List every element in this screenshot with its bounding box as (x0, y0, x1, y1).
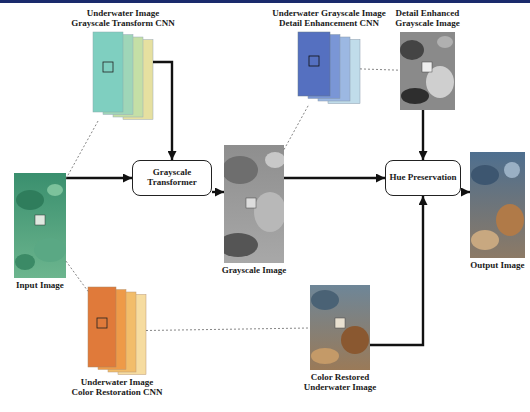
projection-line (284, 104, 309, 150)
image-caption: Output Image (469, 261, 527, 271)
cnn-layers (93, 32, 153, 120)
image-caption: Detail Enhanced Grayscale Image (388, 9, 468, 29)
image-panel: Grayscale Image (224, 145, 284, 263)
image-caption: Output Image (469, 261, 527, 271)
flow-arrow (370, 196, 423, 345)
cnn-block: Underwater Image Grayscale Transform CNN (93, 32, 153, 120)
process-box: Hue Preservation (385, 160, 461, 196)
projection-line (66, 261, 88, 291)
image-caption: Grayscale Image (216, 266, 292, 276)
cnn-layers (298, 32, 360, 104)
text-stack: Grayscale Transformer (133, 168, 211, 188)
process-box: Grayscale Transformer (132, 160, 212, 196)
projection-line (66, 120, 99, 179)
flow-arrow (212, 191, 224, 193)
image-panel: Color Restored Underwater Image (310, 285, 370, 370)
image-caption: Detail Enhanced Grayscale Image (388, 9, 468, 29)
projection-line (360, 69, 400, 70)
image-caption: Underwater Grayscale Image Detail Enhanc… (270, 9, 388, 29)
image-caption: Color Restored Underwater Image (301, 373, 379, 393)
cnn-block: Underwater Grayscale Image Detail Enhanc… (298, 32, 360, 104)
image-caption: Grayscale Image (216, 266, 292, 276)
underwater-photo (14, 173, 66, 278)
image-caption: Underwater Image Color Restoration CNN (70, 378, 165, 398)
cnn-block: Underwater Image Color Restoration CNN (88, 287, 146, 375)
image-caption: Underwater Image Color Restoration CNN (70, 378, 165, 398)
image-caption: Underwater Image Grayscale Transform CNN (69, 9, 177, 29)
image-caption: Color Restored Underwater Image (301, 373, 379, 393)
grayscale-photo (400, 32, 455, 110)
grayscale-photo (224, 145, 284, 263)
image-panel: Input Image (14, 173, 66, 278)
flow-arrow (66, 177, 132, 179)
image-panel: Output Image (470, 152, 525, 258)
flow-arrow (153, 62, 172, 160)
image-caption: Underwater Image Grayscale Transform CNN (69, 9, 177, 29)
projection-line (146, 328, 310, 331)
image-panel: Detail Enhanced Grayscale Image (400, 32, 455, 110)
box-label: Hue Preservation (389, 173, 456, 183)
restored-photo (310, 285, 370, 370)
flow-arrow (461, 191, 470, 193)
box-label: Grayscale Transformer (133, 168, 211, 188)
top-bar (0, 0, 530, 3)
flow-arrow (422, 110, 424, 160)
restored-photo (470, 152, 525, 258)
text-stack: Hue Preservation (389, 173, 456, 183)
cnn-layers (88, 287, 146, 375)
image-caption: Input Image (10, 281, 70, 291)
flow-arrow (284, 177, 385, 179)
image-caption: Input Image (10, 281, 70, 291)
image-caption: Underwater Grayscale Image Detail Enhanc… (270, 9, 388, 29)
